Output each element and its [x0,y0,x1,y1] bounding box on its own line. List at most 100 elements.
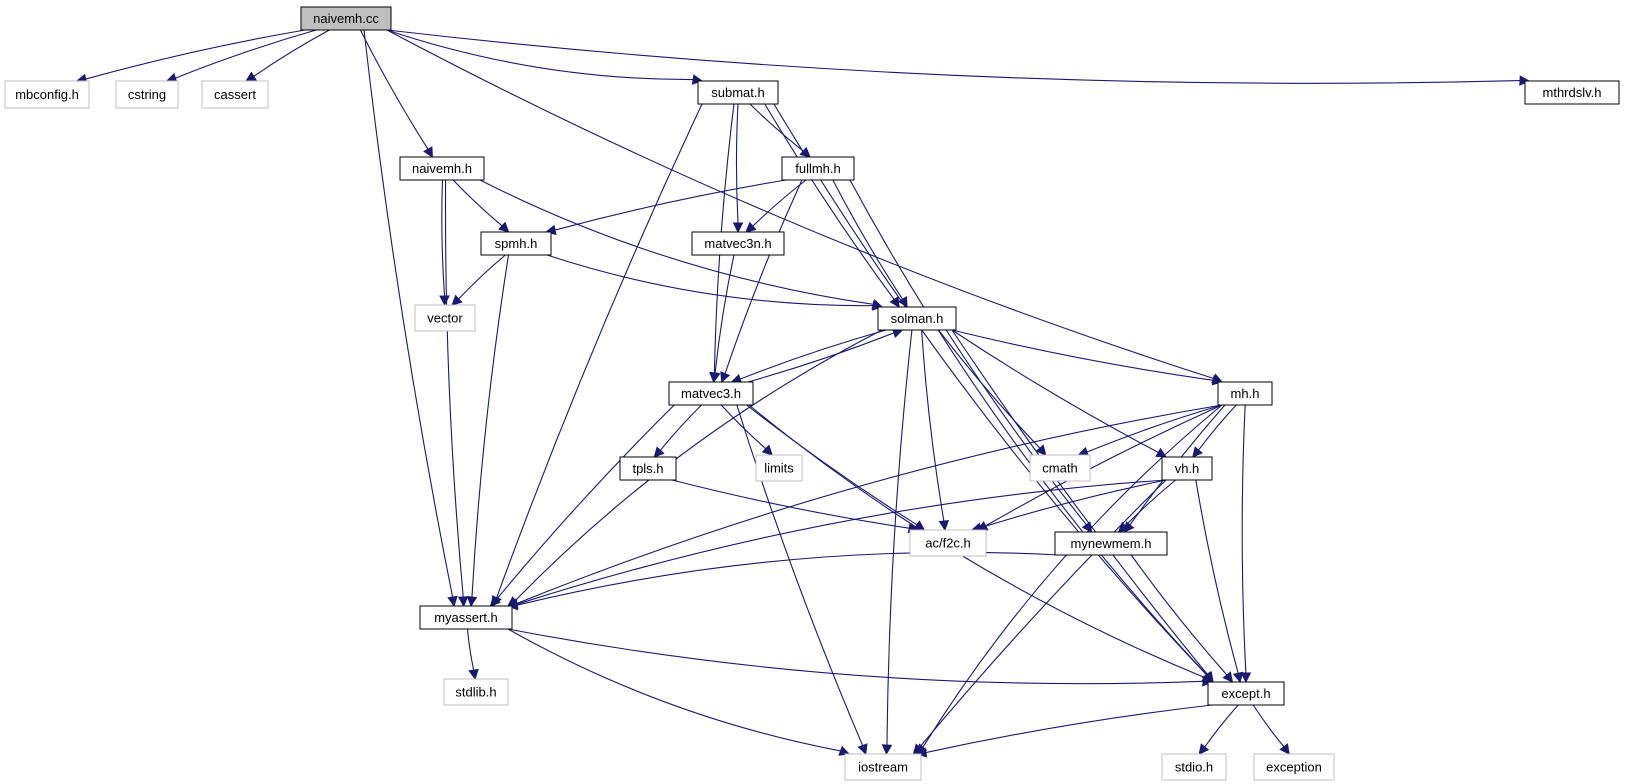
edge-line [546,254,874,307]
edge-line [444,179,464,598]
edge-solman-h-to-cmath [938,329,1047,456]
arrowhead-icon [881,744,893,756]
edge-line [85,29,306,80]
node-myassert-h[interactable]: myassert.h [419,605,513,630]
node-box [909,529,987,557]
edge-solman-h-to-myassert-h [507,329,883,607]
node-label: cmath [1042,461,1077,476]
node-box [619,456,677,481]
node-naivemh-cc[interactable]: naivemh.cc [300,6,392,31]
node-label: mynewmem.h [1071,536,1152,551]
edge-line [1086,404,1223,453]
edge-except-h-to-stdio-h [1198,704,1239,755]
node-mynewmem-h[interactable]: mynewmem.h [1054,531,1168,556]
node-naivemh-h[interactable]: naivemh.h [399,156,485,181]
node-label: ac/f2c.h [925,536,971,551]
node-box [443,678,509,706]
edge-line [1130,554,1228,676]
node-box [1207,681,1285,706]
node-label: naivemh.h [412,161,472,176]
arrowhead-icon [720,371,731,384]
edge-naivemh-cc-to-naivemh-h [359,29,433,158]
edge-fullmh-h-to-matvec3n-h [745,179,807,233]
edge-line [479,179,874,305]
node-label: vh.h [1175,461,1200,476]
node-box [668,381,754,406]
arrowhead-icon [1081,521,1093,533]
edge-myassert-h-to-stdlib-h [466,628,479,681]
arrowhead-icon [838,745,851,756]
edge-submat-h-to-myassert-h [491,103,703,608]
arrowhead-icon [732,222,744,234]
edge-mh-h-to-cmath [1077,404,1223,457]
node-tpls-h[interactable]: tpls.h [619,456,677,481]
node-label: mbconfig.h [15,87,79,102]
node-label: solman.h [891,311,944,326]
node-spmh-h[interactable]: spmh.h [480,231,552,256]
edge-submat-h-to-except-h [773,103,1213,683]
node-ac-f2c-h: ac/f2c.h [909,529,987,557]
edge-matvec3-h-to-tpls-h [653,404,702,458]
node-label: mthrdslv.h [1543,85,1602,100]
edge-naivemh-cc-to-submat-h [386,29,704,85]
edge-myassert-h-to-except-h [507,628,1214,687]
arrowhead-icon [457,596,469,608]
edge-solman-h-to-iostream [881,329,913,756]
node-box [480,231,552,256]
edge-line [514,329,883,602]
edge-line [441,179,446,297]
node-vh-h[interactable]: vh.h [1161,456,1213,481]
arrowhead-icon [897,296,908,308]
edge-line [452,179,503,227]
arrowhead-icon [489,595,501,607]
edge-spmh-h-to-vector [451,254,506,306]
node-matvec3n-h[interactable]: matvec3n.h [691,231,785,256]
node-except-h[interactable]: except.h [1207,681,1285,706]
edge-line [951,329,1209,676]
node-label: myassert.h [434,610,498,625]
edge-line [925,704,1213,754]
arrowhead-icon [1117,521,1130,533]
edge-fullmh-h-to-solman-h [832,179,908,308]
arrowhead-icon [915,747,928,758]
arrowhead-icon [1222,671,1234,683]
arrowhead-icon [498,221,510,233]
edge-solman-h-to-mynewmem-h [945,329,1093,533]
edge-fullmh-h-to-except-h [849,179,1213,683]
edge-solman-h-to-except-h [951,329,1214,683]
edge-naivemh-cc-to-mthrdslv-h [386,29,1531,86]
arrowhead-icon [745,221,757,233]
arrowhead-icon [439,295,450,307]
edge-line [1198,404,1237,451]
node-stdio-h: stdio.h [1161,753,1227,781]
edge-line [471,254,510,598]
edge-line [724,179,803,374]
edge-spmh-h-to-solman-h [546,254,884,311]
node-matvec3-h[interactable]: matvec3.h [668,381,754,406]
edge-line [938,329,1041,449]
node-mh-h[interactable]: mh.h [1217,381,1273,406]
arrowhead-icon [1240,672,1252,684]
edge-naivemh-cc-to-cstring [165,29,317,83]
edge-line [746,404,918,526]
node-stdlib-h: stdlib.h [443,678,509,706]
node-box [399,156,485,181]
node-submat-h[interactable]: submat.h [697,80,779,105]
edge-line [714,254,735,374]
node-mthrdslv-h[interactable]: mthrdslv.h [1524,80,1620,105]
edge-line [466,628,475,671]
arrowhead-icon [451,294,463,306]
arrowhead-icon [466,595,478,608]
edge-line [1252,704,1285,748]
edge-naivemh-h-to-vector [439,179,450,307]
node-label: cassert [214,87,256,102]
edge-line [386,29,694,81]
arrowhead-icon [1202,675,1214,687]
node-fullmh-h[interactable]: fullmh.h [781,156,855,181]
edge-naivemh-cc-to-cassert [245,29,330,82]
edge-mh-h-to-myassert-h [506,404,1223,609]
node-solman-h[interactable]: solman.h [877,306,957,331]
arrowhead-icon [447,595,458,608]
arrowhead-icon [1519,75,1531,86]
